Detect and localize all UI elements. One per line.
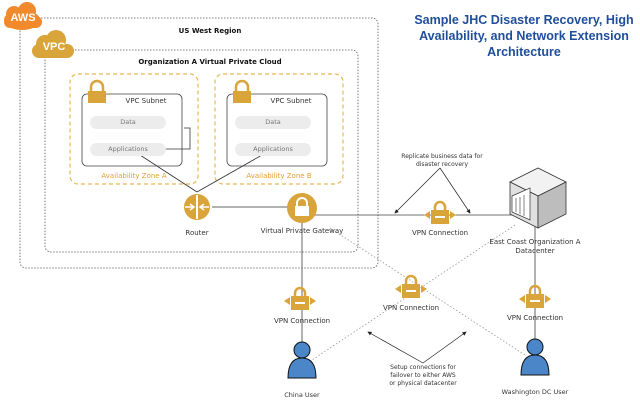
availability-zone-b-box [214, 73, 344, 185]
failover-note: Setup connections for failover to either… [389, 364, 457, 387]
subnet-a-data: Data [90, 116, 166, 129]
replicate-arrow-left [394, 167, 441, 214]
subnet-a-label: VPC Subnet [125, 97, 167, 105]
title-line-1: Sample JHC Disaster Recovery, High [414, 13, 634, 27]
region-label: US West Region [178, 27, 242, 35]
dotted-datacenter-china [311, 224, 516, 361]
vpc-name-label: Organization A Virtual Private Cloud [138, 58, 282, 66]
datacenter-icon [509, 167, 567, 229]
washington-dc-user-label: Washington DC User [501, 388, 569, 396]
availability-zone-b-label: Availability Zone B [246, 172, 312, 180]
vpg-label: Virtual Private Gateway [260, 227, 344, 235]
subnet-b-data: Data [235, 116, 311, 129]
title-line-2: Availability, and Network Extension [419, 29, 629, 43]
vpn-connection-icon-main [424, 200, 456, 224]
subnet-b-applications: Applications [235, 143, 311, 156]
china-user-icon [287, 341, 317, 379]
title-line-3: Architecture [487, 45, 561, 59]
vpn-connection-icon-middle [395, 274, 427, 298]
aws-cloud-icon [4, 2, 42, 30]
datacenter-label-line-2: Datacenter [515, 247, 555, 255]
vpn-middle-label: VPN Connection [382, 304, 440, 312]
vpc-cloud-icon [32, 30, 74, 58]
dotted-vpg-dcuser [329, 227, 526, 356]
virtual-private-gateway-icon [287, 193, 317, 223]
padlock-icon-zone-b [233, 79, 251, 103]
replicate-arrow-right [439, 167, 471, 214]
padlock-icon-zone-a [88, 79, 106, 103]
line-apps-b-router [196, 154, 263, 193]
us-west-region-box [19, 17, 379, 269]
washington-dc-user-icon [520, 338, 550, 376]
page-title: Sample JHC Disaster Recovery, High Avail… [408, 12, 640, 60]
replicate-note: Replicate business data for disaster rec… [401, 153, 483, 168]
failover-arrow-right [422, 331, 467, 364]
availability-zone-a-label: Availability Zone A [101, 172, 167, 180]
vpn-dc-label: VPN Connection [506, 314, 564, 322]
vpn-china-label: VPN Connection [273, 317, 331, 325]
vpc-cloud-label: VPC [42, 41, 66, 53]
failover-arrow-left [367, 331, 424, 364]
vpn-connection-icon-dc [519, 284, 551, 308]
subnet-b-label: VPC Subnet [270, 97, 312, 105]
aws-cloud-label: AWS [10, 12, 36, 24]
datacenter-label-line-1: East Coast Organization A [489, 238, 581, 246]
availability-zone-a-box [69, 73, 199, 185]
vpc-box [44, 49, 359, 253]
vpn-connection-icon-china [284, 286, 316, 310]
router-label: Router [185, 229, 209, 237]
china-user-label: China User [284, 391, 320, 399]
router-icon [184, 194, 210, 220]
subnet-a-applications: Applications [90, 143, 166, 156]
vpn-main-label: VPN Connection [411, 229, 469, 237]
subnet-a-bracket [166, 127, 191, 150]
line-apps-a-router [139, 154, 198, 193]
